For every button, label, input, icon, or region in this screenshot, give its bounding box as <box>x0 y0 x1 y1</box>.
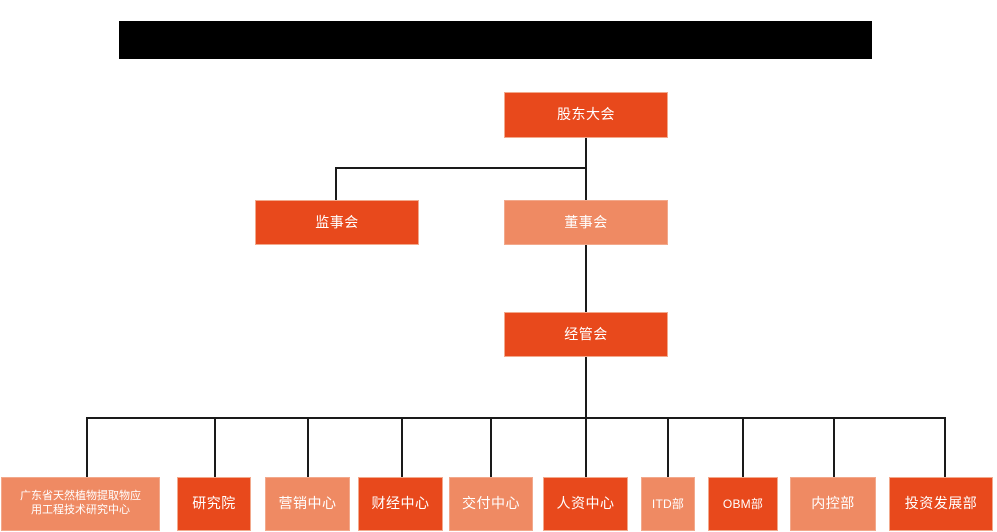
connector-drop-internal-control <box>833 417 835 477</box>
connector-to-directors <box>585 167 587 201</box>
node-delivery-label: 交付中心 <box>462 495 520 512</box>
node-itd[interactable]: ITD部 <box>641 477 695 531</box>
node-shareholders[interactable]: 股东大会 <box>504 92 668 138</box>
connector-drop-itd <box>667 417 669 477</box>
node-investment[interactable]: 投资发展部 <box>889 477 993 531</box>
node-obm[interactable]: OBM部 <box>708 477 778 531</box>
connector-drop-finance <box>401 417 403 477</box>
node-finance-label: 财经中心 <box>371 495 430 512</box>
node-research-center-label: 广东省天然植物提取物应 用工程技术研究中心 <box>20 490 141 516</box>
connector-level1-bus <box>335 167 586 169</box>
node-supervisors-label: 监事会 <box>315 213 359 230</box>
node-marketing[interactable]: 营销中心 <box>265 477 350 531</box>
connector-to-supervisors <box>335 167 337 201</box>
connector-management-down <box>585 357 587 418</box>
node-delivery[interactable]: 交付中心 <box>449 477 533 531</box>
node-supervisors[interactable]: 监事会 <box>255 200 419 245</box>
node-finance[interactable]: 财经中心 <box>358 477 443 531</box>
node-institute-label: 研究院 <box>192 495 236 512</box>
node-hr-label: 人资中心 <box>556 495 615 512</box>
node-investment-label: 投资发展部 <box>904 495 978 512</box>
connector-drop-obm <box>742 417 744 477</box>
node-institute[interactable]: 研究院 <box>177 477 251 531</box>
title-banner <box>119 21 872 59</box>
node-marketing-label: 营销中心 <box>278 495 337 512</box>
connector-drop-marketing <box>307 417 309 477</box>
node-management-label: 经管会 <box>564 325 608 342</box>
connector-drop-investment <box>944 417 946 477</box>
connector-drop-institute <box>214 417 216 477</box>
connector-drop-research-center <box>86 417 88 477</box>
node-hr[interactable]: 人资中心 <box>543 477 628 531</box>
node-internal-control[interactable]: 内控部 <box>790 477 876 531</box>
node-itd-label: ITD部 <box>651 496 685 511</box>
connector-drop-delivery <box>490 417 492 477</box>
node-directors-label: 董事会 <box>564 213 608 230</box>
node-internal-control-label: 内控部 <box>811 495 855 512</box>
connector-shareholders-down <box>585 138 587 169</box>
node-obm-label: OBM部 <box>722 496 764 511</box>
node-management[interactable]: 经管会 <box>504 312 668 357</box>
node-research-center[interactable]: 广东省天然植物提取物应 用工程技术研究中心 <box>1 477 160 531</box>
connector-directors-to-management <box>585 245 587 313</box>
connector-departments-bus <box>86 417 945 419</box>
node-directors[interactable]: 董事会 <box>504 200 668 245</box>
connector-drop-hr <box>585 417 587 477</box>
node-shareholders-label: 股东大会 <box>557 106 615 123</box>
